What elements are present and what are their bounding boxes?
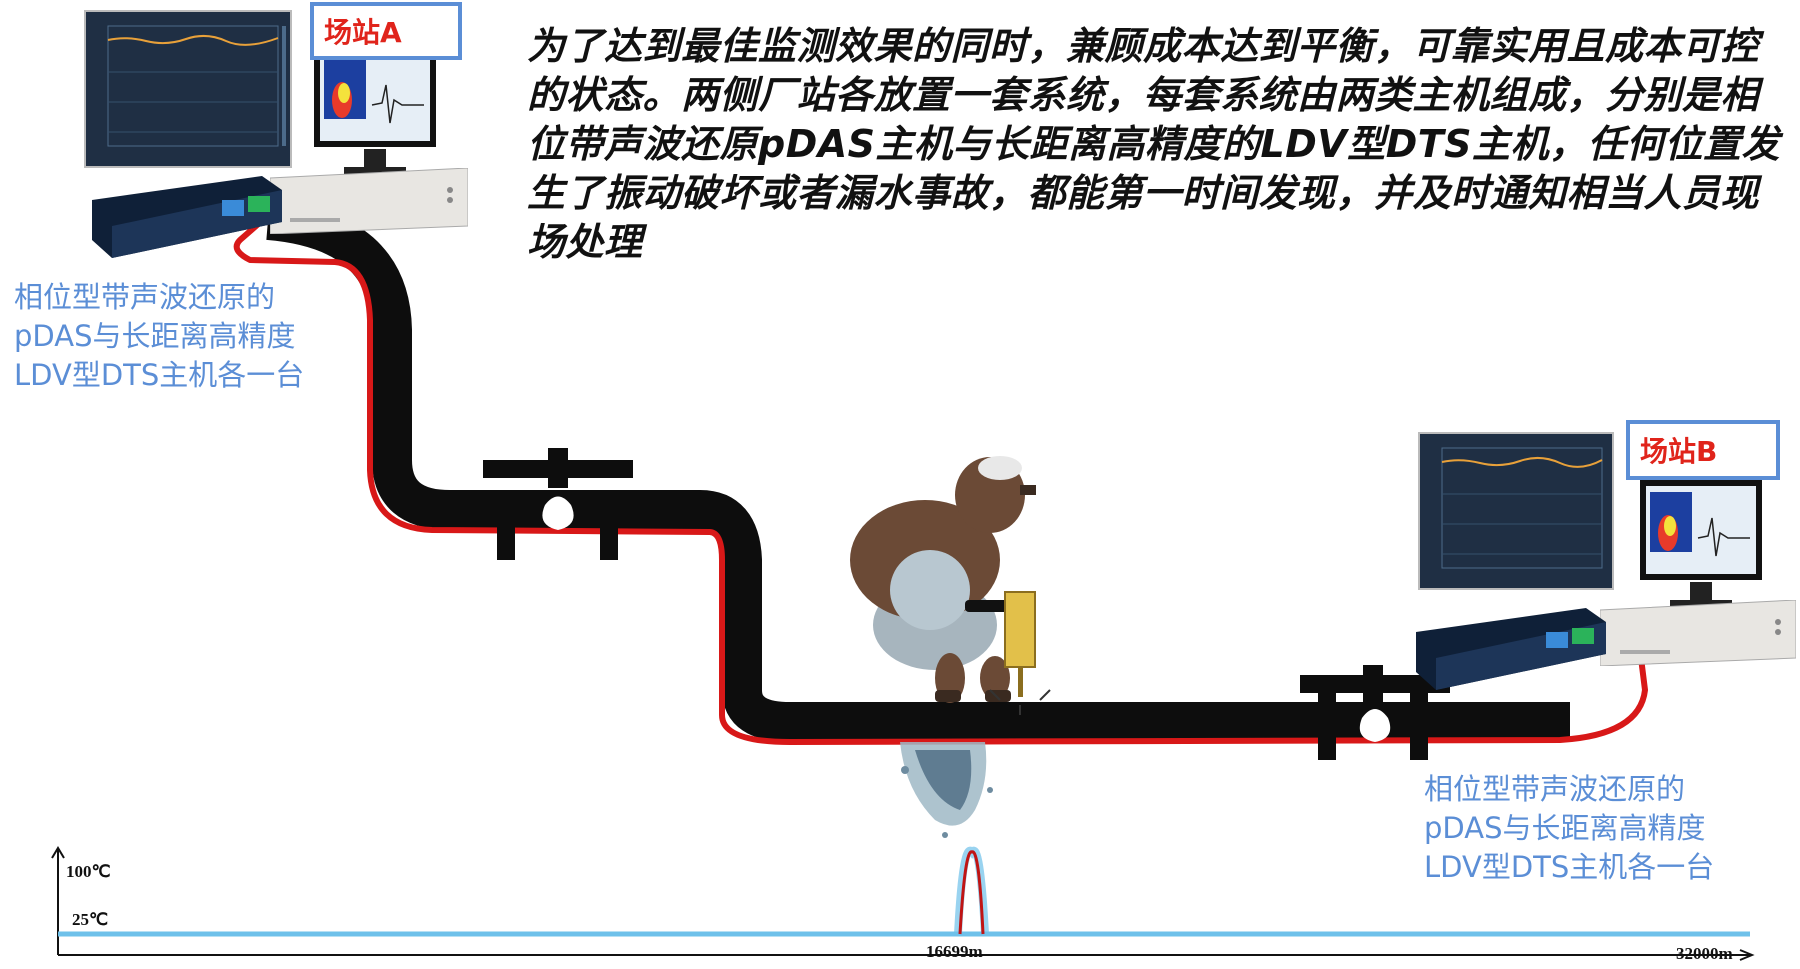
dts-monitor-a — [84, 10, 292, 168]
headline-text: 为了达到最佳监测效果的同时，兼顾成本达到平衡，可靠实用且成本可控的状态。两侧厂站… — [527, 24, 1781, 264]
worker-jackhammer-illustration — [850, 456, 1051, 715]
event-position-label: 16699m — [926, 942, 983, 961]
fiber-cable — [233, 202, 1648, 745]
station-a-description: 相位型带声波还原的 pDAS与长距离高精度 LDV型DTS主机各一台 — [14, 278, 354, 395]
station-b-desc-line: 相位型带声波还原的 — [1424, 772, 1686, 806]
station-b-label: 场站B — [1626, 420, 1780, 480]
water-leak-splash — [900, 742, 993, 838]
station-a-desc-line: LDV型DTS主机各一台 — [14, 358, 305, 392]
pdas-host-box-a — [92, 170, 282, 260]
pipeline — [266, 200, 1570, 742]
station-b-desc-line: LDV型DTS主机各一台 — [1424, 850, 1715, 884]
temp-base-label: 25℃ — [72, 910, 109, 929]
valve-icon — [1300, 665, 1450, 760]
temperature-trace — [51, 846, 1755, 961]
dts-host-box-b — [1599, 599, 1797, 667]
pdas-host-box-b — [1416, 602, 1606, 692]
dts-monitor-b — [1418, 432, 1614, 590]
station-a-label: 场站A — [310, 2, 462, 60]
station-b-description: 相位型带声波还原的 pDAS与长距离高精度 LDV型DTS主机各一台 — [1424, 770, 1764, 887]
end-position-label: 32000m — [1676, 944, 1733, 963]
temp-high-label: 100℃ — [66, 862, 111, 881]
valve-icon — [483, 448, 633, 560]
station-a-desc-line: pDAS与长距离高精度 — [14, 319, 296, 353]
pdas-monitor-a — [312, 45, 438, 185]
pdas-monitor-b — [1638, 478, 1764, 618]
station-a-desc-line: 相位型带声波还原的 — [14, 280, 276, 314]
dts-host-box-a — [269, 167, 469, 235]
station-b-desc-line: pDAS与长距离高精度 — [1424, 811, 1706, 845]
